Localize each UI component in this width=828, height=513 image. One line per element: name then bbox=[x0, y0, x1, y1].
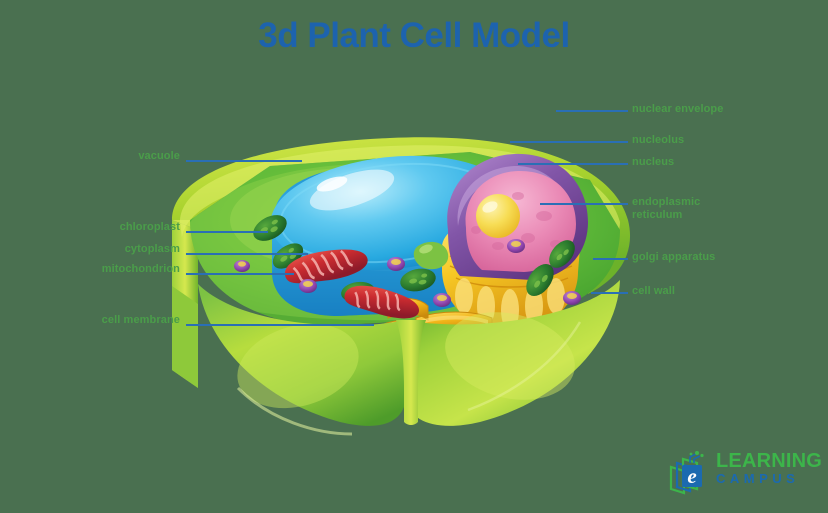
label-mitochondrion: mitochondrion bbox=[101, 263, 180, 275]
label-golgi-apparatus: golgi apparatus bbox=[632, 251, 716, 263]
elearning-campus-logo[interactable]: e LEARNING CAMPUS bbox=[668, 447, 822, 499]
label-nucleolus: nucleolus bbox=[632, 134, 685, 146]
mitochondrion bbox=[285, 249, 419, 319]
logo-campus-text: CAMPUS bbox=[716, 471, 800, 486]
leader-line-cell-membrane bbox=[186, 324, 374, 326]
organelles bbox=[234, 215, 581, 319]
leader-line-cytoplasm bbox=[186, 253, 308, 255]
vesicle bbox=[234, 239, 581, 307]
leader-line-nuclear-envelope bbox=[556, 110, 628, 112]
leader-line-nucleolus bbox=[510, 141, 628, 143]
label-cell-membrane: cell membrane bbox=[101, 314, 180, 326]
page-title: 3d Plant Cell Model bbox=[258, 16, 570, 55]
logo-letter-e: e bbox=[687, 464, 696, 488]
plant-cell-illustration bbox=[120, 70, 680, 470]
cell-svg bbox=[172, 137, 631, 436]
nucleolus bbox=[476, 194, 520, 238]
logo-learning-text: LEARNING bbox=[716, 450, 823, 472]
chloroplast bbox=[253, 215, 575, 303]
leader-line-mitochondrion bbox=[186, 273, 294, 275]
label-endoplasmic-reticulum: endoplasmic reticulum bbox=[632, 196, 701, 221]
cell-membrane bbox=[172, 280, 620, 436]
leader-line-chloroplast bbox=[186, 231, 268, 233]
label-cytoplasm: cytoplasm bbox=[124, 243, 180, 255]
leader-line-nucleus bbox=[518, 163, 628, 165]
leader-line-cell-wall bbox=[591, 292, 628, 294]
peroxisome bbox=[413, 241, 449, 270]
nucleus bbox=[447, 153, 588, 280]
leader-line-golgi-apparatus bbox=[593, 258, 628, 260]
label-vacuole: vacuole bbox=[138, 150, 180, 162]
logo-book-icon: e bbox=[669, 451, 704, 495]
label-cell-wall: cell wall bbox=[632, 285, 676, 297]
leader-line-endoplasmic-reticulum bbox=[540, 203, 628, 205]
label-nuclear-envelope: nuclear envelope bbox=[632, 103, 724, 115]
logo-wordmark: LEARNING CAMPUS bbox=[716, 451, 822, 486]
label-nucleus: nucleus bbox=[632, 156, 675, 168]
label-chloroplast: chloroplast bbox=[119, 221, 180, 233]
leader-line-vacuole bbox=[186, 160, 302, 162]
